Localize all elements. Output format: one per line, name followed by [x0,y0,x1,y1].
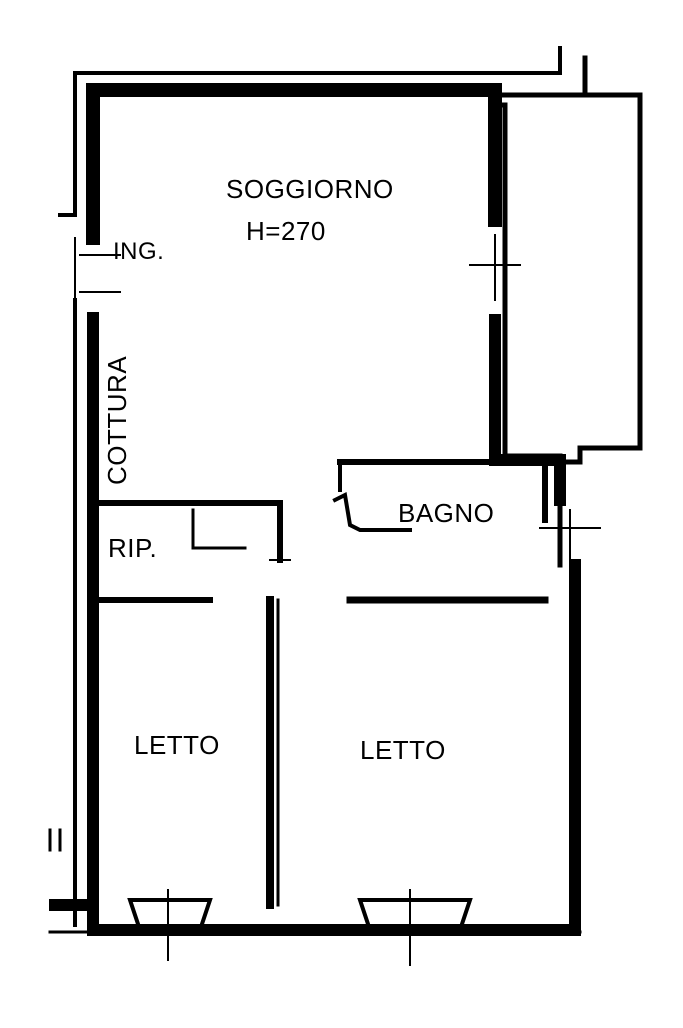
bathroom-top-wall [337,459,548,523]
living-window-marks [469,234,521,301]
room-height-label: H=270 [246,216,326,246]
ripostiglio-detail [191,508,247,550]
window-axis-lines [167,889,411,966]
left-window [127,898,213,932]
main-wall-bottom [49,559,581,936]
left-edge-ticks [48,828,62,852]
room-label-ingresso: ING. [113,238,165,265]
room-label-ripostiglio: RIP. [108,533,158,563]
outer-wall-top-left [73,46,562,217]
bathroom-window-marks [539,509,601,561]
main-wall-top [86,83,502,227]
room-label-letto-right: LETTO [360,735,446,765]
room-label-bagno: BAGNO [398,498,495,528]
room-label-cottura: COTTURA [102,355,132,485]
ripostiglio-wall [90,500,283,563]
balcony-wall [492,55,643,465]
room-label-letto-left: LETTO [134,730,220,760]
room-label-soggiorno: SOGGIORNO [226,174,394,204]
bathroom-shower-corner [332,460,412,532]
right-window [357,898,473,932]
entry-door-marks [79,254,121,293]
